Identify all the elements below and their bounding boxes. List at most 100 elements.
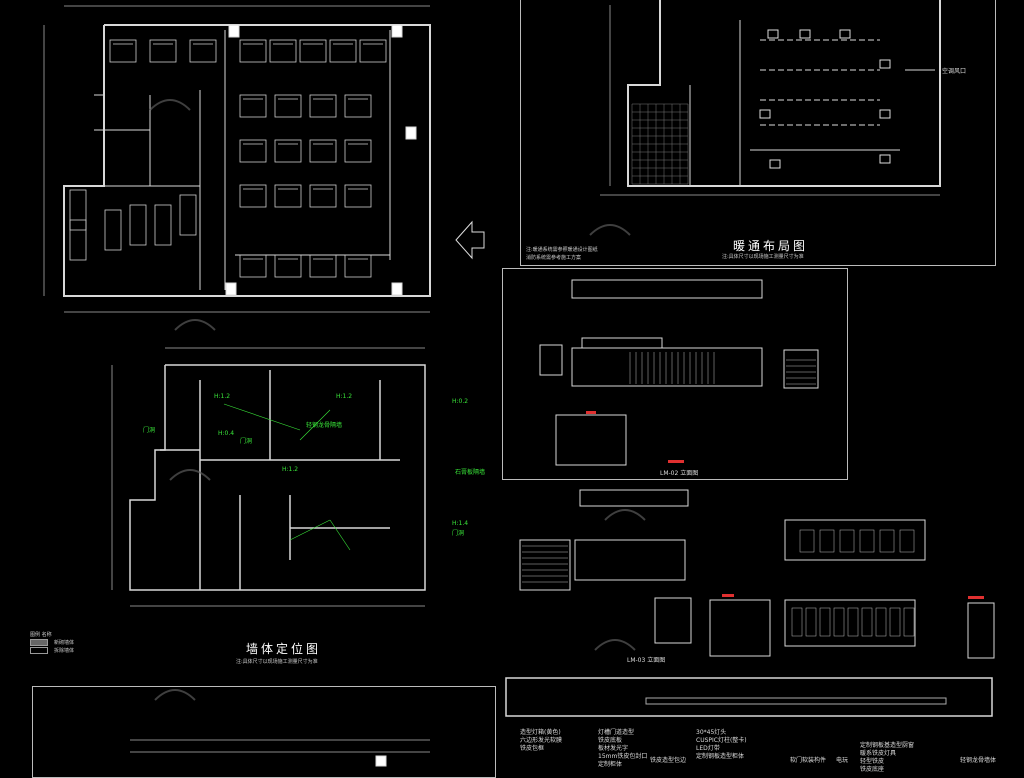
floor-plan-top-left <box>43 5 431 313</box>
legend-swatch-demolish <box>30 646 48 654</box>
cabinet-panel <box>805 607 817 637</box>
wall-label-h6: H:1.4 <box>452 520 469 527</box>
floor-plan-furniture <box>69 39 387 278</box>
booth-table <box>344 254 372 278</box>
legend-swatch-new <box>30 638 48 646</box>
kitchen-counter <box>104 209 122 251</box>
booth-table <box>309 94 337 118</box>
hvac-note: 注:具体尺寸以现场施工测量尺寸为准 <box>722 254 804 260</box>
wall-label-partition: 轻钢龙骨隔墙 <box>306 422 343 429</box>
booth-table <box>239 39 267 63</box>
wall-title: 墙体定位图 <box>246 642 322 656</box>
wall-note: 注:具体尺寸以现场施工测量尺寸为准 <box>236 659 318 665</box>
wall-legend-item: 新砌墙体 <box>30 638 74 646</box>
note-item: 定制钢板基造型厨窗 <box>860 742 915 749</box>
wall-label-door2: 门洞 <box>240 438 253 445</box>
hvac-plan <box>600 0 941 196</box>
elevation-label-lm02: LM-02 立面图 <box>660 470 699 477</box>
booth-table <box>274 254 302 278</box>
elevation-sheet <box>505 279 995 717</box>
booth-table <box>309 184 337 208</box>
cabinet-panel <box>791 607 803 637</box>
note-item: 造型灯箱(黄色) <box>520 729 561 736</box>
note-item: 灯槽门道造型 <box>598 729 635 736</box>
wall-green-markers <box>223 403 351 551</box>
cabinet-panel <box>861 607 873 637</box>
wall-legend: 图例 名称 新砌墙体 拆除墙体 <box>30 630 74 654</box>
kitchen-counter <box>179 194 197 236</box>
note-item: 轻型铁皮 <box>860 758 885 765</box>
air-vent <box>769 159 781 169</box>
hvac-legend-line-2: 消防系统需参考施工方案 <box>526 255 582 261</box>
storefront-panel <box>879 529 895 553</box>
cabinet-panel <box>875 607 887 637</box>
wall-label-h3: H:0.2 <box>452 398 469 405</box>
kitchen-counter <box>129 204 147 246</box>
booth-table <box>239 254 267 278</box>
booth-table <box>344 184 372 208</box>
booth-table <box>344 94 372 118</box>
note-item: 软门软装构件 <box>790 757 827 764</box>
wall-label-gypsum: 石膏板隔墙 <box>455 469 486 476</box>
booth-table <box>309 139 337 163</box>
note-item: 15mm铁皮包封口 <box>598 753 648 760</box>
booth-table <box>274 184 302 208</box>
note-item: 铁皮底座 <box>860 766 885 773</box>
booth-table <box>274 94 302 118</box>
bottom-partial-plan <box>130 739 430 767</box>
kitchen-counter <box>69 219 87 261</box>
booth-table <box>239 94 267 118</box>
note-item: 暖系铁皮灯具 <box>860 750 897 757</box>
note-item: 六边形发光软膜 <box>520 737 563 744</box>
air-vent <box>759 109 771 119</box>
wall-legend-title: 图例 名称 <box>30 631 52 638</box>
kitchen-counter <box>154 204 172 246</box>
cabinet-panel <box>819 607 831 637</box>
hvac-ducts <box>759 29 891 169</box>
note-item: 30*45灯头 <box>696 729 727 736</box>
booth-table <box>359 39 387 63</box>
wall-label-h5: H:1.2 <box>282 466 299 473</box>
watermark-logos <box>149 99 646 701</box>
bottom-sheet-frame <box>32 686 496 778</box>
note-item: LED灯带 <box>696 745 720 752</box>
wall-plan <box>111 347 426 607</box>
note-item: 铁皮包框 <box>520 745 545 752</box>
wall-label-h1: H:1.2 <box>214 393 231 400</box>
storefront-panel <box>859 529 875 553</box>
wall-label-door3: 门洞 <box>452 530 465 537</box>
booth-table <box>344 139 372 163</box>
hvac-ceiling-grid <box>631 103 689 185</box>
elevation-sheet-frame <box>502 268 848 480</box>
cabinet-panel <box>847 607 859 637</box>
wall-label-door1: 门洞 <box>143 427 156 434</box>
note-item: 板材发光字 <box>598 745 629 752</box>
arrow-left-icon <box>455 220 485 260</box>
elevation-red-marks <box>586 411 984 599</box>
air-vent <box>879 109 891 119</box>
air-vent <box>879 154 891 164</box>
note-item: 电玩 <box>836 757 849 764</box>
air-vent <box>799 29 811 39</box>
elevation-details <box>522 352 915 637</box>
booth-table <box>269 39 297 63</box>
booth-table <box>149 39 177 63</box>
wall-label-h4: H:0.4 <box>218 430 235 437</box>
air-vent <box>879 59 891 69</box>
elevation-label-lm03: LM-03 立面图 <box>627 657 666 664</box>
legend-label-demolish: 拆除墙体 <box>54 647 75 654</box>
note-item: 定制钢板造型柜体 <box>696 753 745 760</box>
booth-table <box>299 39 327 63</box>
wall-legend-item: 拆除墙体 <box>30 646 74 654</box>
storefront-panel <box>799 529 815 553</box>
note-item: CUSPIC灯柱(整卡) <box>696 737 747 744</box>
booth-table <box>189 39 217 63</box>
booth-table <box>239 139 267 163</box>
note-item: 铁皮造型包边 <box>650 757 687 764</box>
booth-table <box>109 39 137 63</box>
booth-table <box>309 254 337 278</box>
kitchen-counter <box>69 189 87 231</box>
wall-label-h2: H:1.2 <box>336 393 353 400</box>
booth-table <box>239 184 267 208</box>
